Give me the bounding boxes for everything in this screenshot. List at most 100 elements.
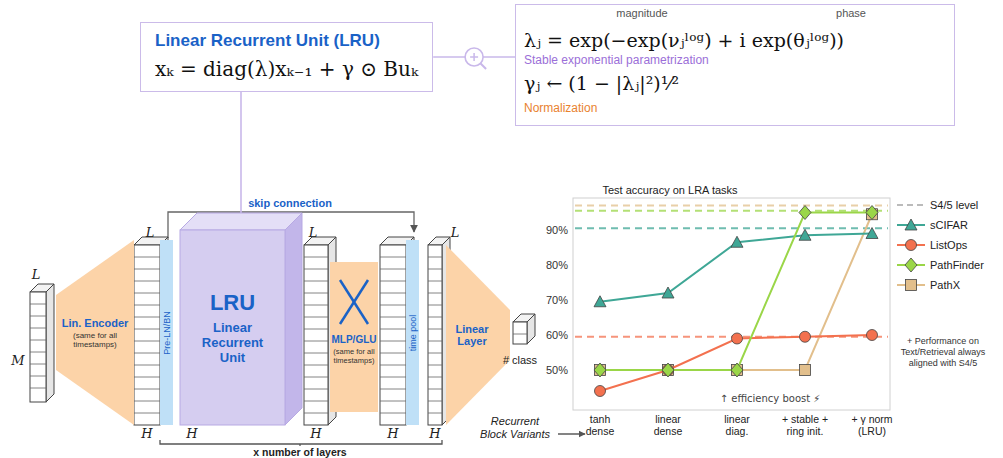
band-label: time pool xyxy=(408,314,418,351)
dimension-label: L xyxy=(146,225,155,240)
level-line xyxy=(575,205,888,207)
output-trapezoid: Linear Layer xyxy=(446,245,510,425)
outline xyxy=(56,240,134,425)
cell-line xyxy=(380,353,406,354)
cell-line xyxy=(134,353,160,354)
dimension-label: M xyxy=(11,353,24,368)
column-front xyxy=(380,245,406,425)
cell-line xyxy=(428,389,442,390)
cell-line xyxy=(304,365,328,366)
node-shape xyxy=(180,213,302,425)
legend-swatch xyxy=(896,238,926,252)
dimension-label: L xyxy=(32,267,41,282)
layer-title: LRU xyxy=(210,290,255,316)
cell-line xyxy=(30,340,46,341)
point-marker xyxy=(905,258,917,272)
cell-line xyxy=(428,305,442,306)
category-label: + stable + ring init. xyxy=(773,413,837,437)
column-front xyxy=(304,245,328,425)
axis-arrow xyxy=(558,433,585,434)
cell-line xyxy=(304,269,328,270)
cell-line xyxy=(30,352,46,353)
pool-band: time pool xyxy=(406,240,419,425)
cell-line xyxy=(380,413,406,414)
cell-line xyxy=(428,401,442,402)
category-label: linear diag. xyxy=(714,413,760,437)
layer-note: (same for all timestamps) xyxy=(330,348,378,365)
cell-line xyxy=(380,293,406,294)
column-front xyxy=(428,245,442,425)
equation: xₖ = diag(λ)xₖ₋₁ + γ ⊙ Buₖ xyxy=(155,57,418,81)
layer-subtitle: Linear Recurrent Unit xyxy=(188,320,278,365)
legend-text: PathX xyxy=(930,279,960,291)
cell-line xyxy=(304,305,328,306)
parametrization-box: magnitudephaseλⱼ = exp(−exp(νⱼˡᵒᵍ) + i e… xyxy=(515,4,955,126)
cell-line xyxy=(30,304,46,305)
cell-line xyxy=(304,377,328,378)
cell-line xyxy=(30,316,46,317)
cell-line xyxy=(428,413,442,414)
cell-line xyxy=(134,365,160,366)
point-marker xyxy=(799,229,811,240)
legend-text: PathFinder xyxy=(930,259,984,271)
cell-line xyxy=(428,377,442,378)
cell-line xyxy=(428,269,442,270)
point-marker xyxy=(867,330,878,341)
cell-line xyxy=(380,257,406,258)
dimension-label: H xyxy=(387,426,398,441)
cell-line xyxy=(134,269,160,270)
cell-line xyxy=(428,353,442,354)
cross-stroke xyxy=(340,280,368,324)
layer-title: Lin. Encoder xyxy=(58,317,132,329)
mlp-box: MLP/GLU (same for all timestamps) xyxy=(330,262,378,412)
plot-series xyxy=(575,206,888,397)
annotation: magnitude xyxy=(616,7,667,20)
legend-sample xyxy=(896,218,926,232)
cell-line xyxy=(134,293,160,294)
chart-title: Test accuracy on LRA tasks xyxy=(602,184,737,197)
annotation: Stable exponential parametrization xyxy=(524,54,709,68)
cell-line xyxy=(304,389,328,390)
cell-line xyxy=(380,401,406,402)
legend-sample xyxy=(896,258,926,272)
cell-line xyxy=(30,388,46,389)
cell-line xyxy=(134,281,160,282)
legend-sample xyxy=(896,278,926,292)
axis-tick: 70% xyxy=(546,294,568,306)
category-label: tanh dense xyxy=(580,413,620,437)
point-marker xyxy=(662,363,674,377)
point-marker xyxy=(866,206,878,220)
cell-line xyxy=(380,269,406,270)
plot-frame xyxy=(573,198,890,410)
outline xyxy=(180,230,285,425)
point-marker xyxy=(594,296,606,307)
point-marker xyxy=(799,206,811,220)
cell-line xyxy=(134,257,160,258)
point-marker xyxy=(800,331,811,342)
cell-line xyxy=(380,317,406,318)
outline xyxy=(180,213,302,230)
cell-line xyxy=(304,293,328,294)
connector xyxy=(240,92,242,213)
axis-title: Recurrent Block Variants xyxy=(477,415,553,440)
column-side xyxy=(46,284,54,402)
cell-line xyxy=(304,329,328,330)
cube-face: LRU Linear Recurrent Unit xyxy=(180,230,285,425)
layer-title: MLP/GLU xyxy=(330,334,378,345)
cell-line xyxy=(304,401,328,402)
legend-swatch xyxy=(896,258,926,272)
cell-line xyxy=(30,328,46,329)
cell-line xyxy=(428,317,442,318)
cell-line xyxy=(513,334,527,335)
cell-line xyxy=(134,389,160,390)
lru-cube: LRU Linear Recurrent Unit xyxy=(180,213,302,425)
cell-line xyxy=(380,329,406,330)
dimension-label: H xyxy=(310,426,321,441)
point-marker xyxy=(906,240,917,251)
point-marker xyxy=(731,236,743,247)
dimension-label: H xyxy=(186,426,197,441)
cell-line xyxy=(304,413,328,414)
series-line xyxy=(600,234,872,302)
series-line xyxy=(600,213,872,371)
